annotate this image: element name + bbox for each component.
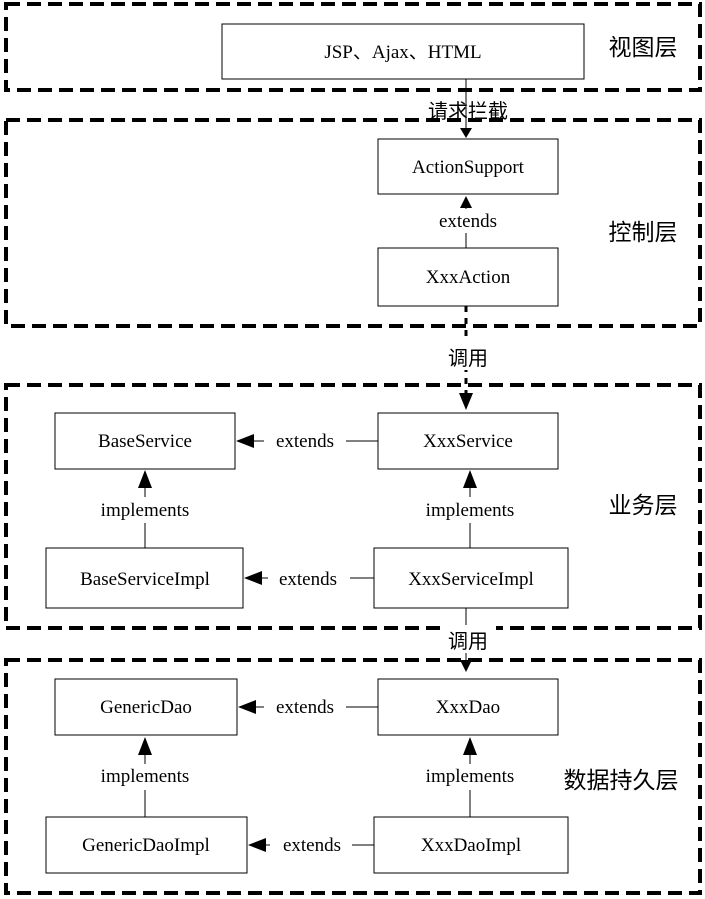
view-tech-label: JSP、Ajax、HTML — [324, 42, 481, 63]
xxx-service-impl-box — [373, 547, 569, 609]
xxx-dao-impl-label: XxxDaoImpl — [421, 835, 521, 856]
dao-extends-label: extends — [276, 697, 334, 718]
action-extends-label: extends — [439, 211, 497, 232]
base-service-impl-label: BaseServiceImpl — [80, 569, 210, 590]
generic-dao-implements-arrowhead — [138, 737, 152, 755]
base-service-implements-arrowhead — [138, 470, 152, 488]
xxx-dao-impl-box — [373, 816, 569, 874]
dao-impl-extends-label: extends — [283, 835, 341, 856]
view-tech-box — [221, 23, 585, 80]
xxx-dao-implements-arrowhead — [463, 737, 477, 755]
persistence-layer-label: 数据持久层 — [564, 768, 679, 794]
dao-impl-extends-arrowhead — [248, 838, 266, 852]
xxx-service-implements-arrowhead — [463, 470, 477, 488]
dao-extends-arrowhead — [238, 700, 256, 714]
generic-dao-impl-box — [45, 816, 248, 874]
persistence-layer-frame — [4, 658, 702, 895]
generic-dao-box — [54, 678, 238, 736]
request-intercept-arrowhead — [460, 128, 472, 138]
view-layer-frame — [4, 2, 702, 92]
action-support-box — [377, 138, 559, 195]
xxx-service-implements-label: implements — [426, 500, 515, 521]
base-service-box — [54, 412, 236, 470]
generic-dao-implements-label: implements — [101, 766, 190, 787]
generic-dao-label: GenericDao — [100, 697, 192, 718]
xxx-service-impl-label: XxxServiceImpl — [408, 569, 534, 590]
call-1-label: 调用 — [448, 346, 488, 370]
base-service-label: BaseService — [98, 431, 192, 452]
xxx-service-label: XxxService — [423, 431, 513, 452]
business-layer-frame — [4, 383, 702, 630]
service-extends-arrowhead — [236, 434, 254, 448]
action-support-label: ActionSupport — [412, 157, 525, 178]
xxx-dao-box — [377, 678, 559, 736]
xxx-service-box — [377, 412, 559, 470]
request-intercept-label: 请求拦截 — [428, 99, 508, 123]
call-1-arrowhead — [459, 393, 473, 410]
xxx-action-label: XxxAction — [426, 267, 511, 288]
xxx-dao-implements-label: implements — [426, 766, 515, 787]
control-layer-label: 控制层 — [609, 220, 678, 246]
service-extends-label: extends — [276, 431, 334, 452]
call-2-label: 调用 — [448, 629, 488, 653]
base-service-impl-box — [45, 547, 244, 609]
xxx-dao-label: XxxDao — [436, 697, 500, 718]
business-layer-label: 业务层 — [609, 493, 678, 519]
view-layer-label: 视图层 — [609, 35, 678, 61]
action-extends-arrowhead — [460, 196, 472, 208]
call-2-arrowhead — [460, 660, 472, 672]
base-service-implements-label: implements — [101, 500, 190, 521]
xxx-action-box — [377, 247, 559, 307]
service-impl-extends-arrowhead — [244, 571, 262, 585]
service-impl-extends-label: extends — [279, 569, 337, 590]
control-layer-frame — [4, 118, 702, 328]
generic-dao-impl-label: GenericDaoImpl — [82, 835, 210, 856]
